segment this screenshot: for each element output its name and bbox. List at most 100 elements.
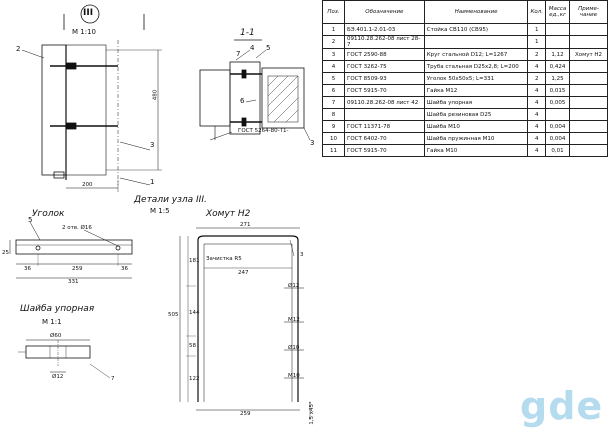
cell-pos: 3: [322, 48, 345, 61]
cell-pos: 1: [322, 23, 345, 36]
angle-dim-total: 331: [68, 279, 79, 285]
section-callout-7: 7: [236, 50, 241, 58]
clamp-note: Зачистка R5: [206, 256, 242, 262]
cell-pos: 4: [322, 60, 345, 73]
angle-title: Уголок: [32, 209, 65, 219]
cell-pos: 10: [322, 132, 345, 145]
weld-note: ГОСТ 5264-80-Т1-: [238, 128, 289, 134]
clamp-title: Хомут Н2: [206, 209, 251, 219]
pole-outline: [41, 44, 67, 176]
clamp-dim-top: 271: [240, 222, 251, 228]
cell-desig: ГОСТ 8509-93: [343, 72, 425, 85]
washer-dim-inner: Ø12: [52, 374, 64, 380]
cell-mass: 0,005: [545, 96, 571, 109]
cell-note: [569, 144, 608, 157]
cell-desig: ГОСТ 3262-75: [343, 60, 425, 73]
cell-name: Шайба резиновая D25: [423, 108, 529, 121]
cell-name: Стойка СВ110 (СВ95): [423, 23, 529, 36]
cell-mass: [545, 23, 571, 36]
cell-note: [569, 35, 608, 49]
cell-mass: 1,25: [545, 72, 571, 85]
cell-qty: 1: [527, 23, 547, 36]
cell-pos: 6: [322, 84, 345, 97]
cell-name: Шайба М10: [423, 120, 529, 133]
node-id-circle: [80, 4, 100, 24]
cell-note: Хомут Н2: [569, 48, 608, 61]
cell-mass: [545, 108, 571, 121]
cell-note: [569, 23, 608, 36]
cell-note: [569, 120, 608, 133]
section-callout-6: 6: [240, 97, 245, 105]
angle-detail-view: [9, 221, 133, 279]
clamp-dim-total: 505: [168, 312, 179, 318]
cell-name: Шайба упорная: [423, 96, 529, 109]
callout-3: 3: [150, 141, 155, 149]
cell-mass: 1,12: [545, 48, 571, 61]
cell-desig: ГОСТ 5915-70: [343, 144, 425, 157]
node-scale: М 1:10: [72, 28, 96, 36]
cell-desig: ГОСТ 6402-70: [343, 132, 425, 145]
header-pos: Поз.: [322, 0, 345, 24]
angle-holes: 2 отв. Ø16: [62, 225, 92, 231]
callout-1: 1: [150, 178, 155, 186]
washer-title: Шайба упорная: [20, 304, 95, 314]
washer-callout: 7: [111, 376, 115, 382]
cell-pos: 11: [322, 144, 345, 157]
section-callout-4: 4: [250, 44, 255, 52]
cell-desig: ГОСТ 5915-70: [343, 84, 425, 97]
dim-200: 200: [82, 182, 93, 188]
cell-mass: [545, 35, 571, 49]
cell-mass: 0,015: [545, 84, 571, 97]
clamp-dim-side: 1,5 х45°: [308, 401, 315, 425]
cell-mass: 0,004: [545, 132, 571, 145]
spec-header-row: Поз. Обозначение Наименование Кол. Масса…: [322, 0, 608, 24]
clamp-dim-v3: 58: [189, 343, 196, 349]
cell-qty: 1: [527, 35, 547, 49]
cell-qty: 2: [527, 72, 547, 85]
header-name: Наименование: [423, 0, 529, 24]
cell-desig: [343, 108, 425, 121]
cell-note: [569, 72, 608, 85]
callout-2: 2: [16, 45, 21, 53]
cell-name: Труба стальная D25x2,8; L=200: [423, 60, 529, 73]
cell-note: [569, 60, 608, 73]
header-qty: Кол.: [527, 0, 547, 24]
angle-dim-height: 25: [2, 250, 9, 256]
cell-pos: 5: [322, 72, 345, 85]
section-callout-5: 5: [266, 44, 271, 52]
cell-qty: 4: [527, 120, 547, 133]
specification-table: Поз. Обозначение Наименование Кол. Масса…: [322, 0, 608, 157]
header-mass: Масса ед.,кг: [545, 0, 571, 24]
clamp-dim-inner: 247: [238, 270, 249, 276]
washer-view: [18, 339, 111, 379]
header-designation: Обозначение: [343, 0, 425, 24]
cell-desig: 09110.28.262-08 лист 42: [343, 96, 425, 109]
section-callout-3: 3: [310, 139, 315, 147]
clamp-callout: 3: [300, 252, 304, 258]
cell-mass: 0,01: [545, 144, 571, 157]
washer-scale: М 1:1: [42, 318, 62, 326]
cell-note: [569, 108, 608, 121]
cell-qty: 4: [527, 60, 547, 73]
cell-qty: 4: [527, 132, 547, 145]
watermark-logo: gde: [520, 384, 604, 428]
angle-dim-mid: 259: [72, 266, 83, 272]
cell-pos: 7: [322, 96, 345, 109]
cell-note: [569, 84, 608, 97]
cell-qty: 4: [527, 144, 547, 157]
cell-mass: 0,424: [545, 60, 571, 73]
cell-pos: 9: [322, 120, 345, 133]
cell-name: [423, 35, 529, 49]
cell-name: Круг стальной D12; L=1267: [423, 48, 529, 61]
cell-qty: 2: [527, 48, 547, 61]
cell-qty: 4: [527, 108, 547, 121]
